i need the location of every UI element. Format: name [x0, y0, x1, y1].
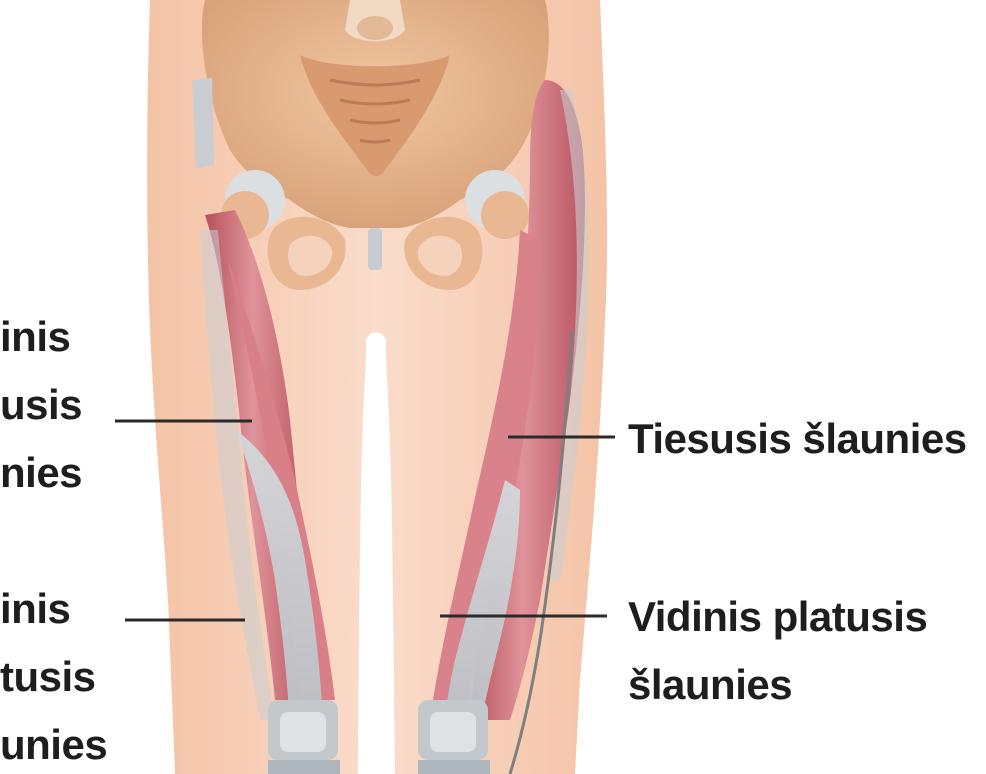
vastus-medialis-label-line-1: Vidinis platusis [628, 596, 927, 638]
left-top-label-line-3: nies [0, 452, 82, 494]
right-knee [418, 700, 490, 774]
left-bottom-label-line-1: inis [0, 588, 70, 630]
left-bottom-label-line-2: tusis [0, 656, 96, 698]
left-top-label-line-1: inis [0, 316, 70, 358]
left-top-label-line-2: usis [0, 384, 82, 426]
left-bottom-label-line-3: unies [0, 724, 107, 766]
vastus-medialis-label-line-2: šlaunies [628, 664, 792, 706]
rectus-femoris-label: Tiesusis šlaunies [628, 418, 967, 460]
left-knee [268, 700, 340, 774]
